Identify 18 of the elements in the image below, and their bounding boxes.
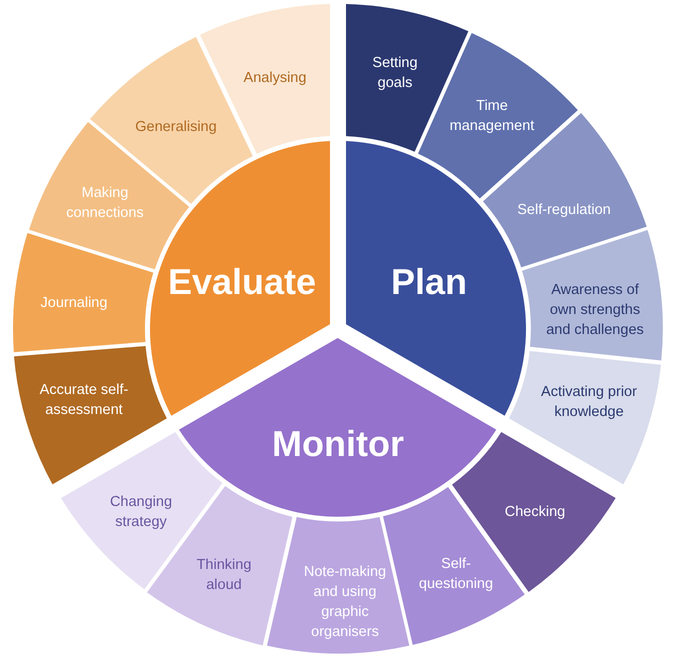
segment-label: Thinking aloud bbox=[196, 556, 252, 595]
sector-title: Evaluate bbox=[168, 260, 316, 303]
segment-label: Accurate self-assessment bbox=[38, 380, 129, 420]
sector-title: Plan bbox=[390, 260, 468, 303]
segment-label: Generalising bbox=[134, 118, 218, 137]
segment-label: Activating prior knowledge bbox=[540, 382, 638, 422]
segment-label: Note-making and using graphic organisers bbox=[302, 562, 387, 642]
segment-label: Time management bbox=[448, 96, 535, 136]
segment-label: Checking bbox=[504, 502, 566, 522]
segment-label: Setting goals bbox=[372, 54, 418, 93]
segment-label: Self-questioning bbox=[418, 554, 494, 594]
segment-label: Self-regulation bbox=[516, 200, 612, 220]
segment-label: Analysing bbox=[242, 68, 307, 88]
segment-label: Awareness of own strengths and challenges bbox=[545, 280, 644, 340]
segment-label: Changing strategy bbox=[108, 492, 173, 532]
segment-label: Journaling bbox=[40, 294, 108, 313]
segment-label: Making connections bbox=[65, 184, 144, 223]
sector-title: Monitor bbox=[272, 422, 404, 465]
